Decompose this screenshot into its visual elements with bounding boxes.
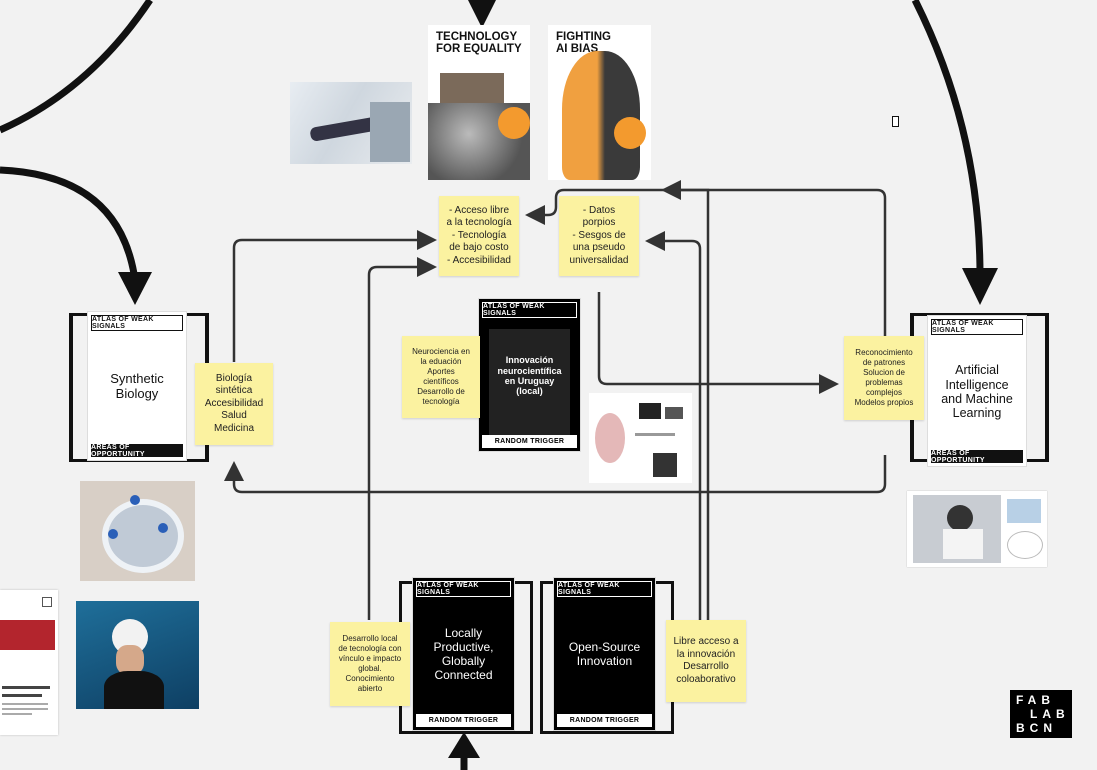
sticky-libre-acceso[interactable]: Libre acceso a la innovación Desarrollo … <box>666 620 746 702</box>
connector-ai-to-datos <box>525 188 887 340</box>
card-header: ATLAS OF WEAK SIGNALS <box>557 581 652 597</box>
connector-locally-to-acceso <box>367 257 437 620</box>
connector-opensource-to-top <box>661 180 710 620</box>
card-title: Innovación neurocientífica en Uruguay (l… <box>497 355 562 397</box>
connector-datos-to-reconocimiento <box>597 292 839 394</box>
card-footer: RANDOM TRIGGER <box>482 435 577 448</box>
sticky-datos-propios[interactable]: - Datos porpios - Sesgos de una pseudo u… <box>559 196 639 276</box>
card-footer: AREAS OF OPPORTUNITY <box>931 450 1023 464</box>
sticky-biologia-sintetica[interactable]: Biología sintética Accesibilidad Salud M… <box>195 363 273 445</box>
eeg-headset-photo[interactable] <box>80 481 195 581</box>
doc-text-lines <box>2 686 50 689</box>
neuro-diagram-image[interactable] <box>589 393 692 483</box>
poster-orange-badge <box>614 117 646 149</box>
sticky-neurociencia[interactable]: Neurociencia en la eduación Aportes cien… <box>402 336 480 418</box>
card-footer: RANDOM TRIGGER <box>557 714 652 727</box>
card-header: ATLAS OF WEAK SIGNALS <box>931 319 1023 335</box>
card-title: Synthetic Biology <box>110 371 164 401</box>
sticky-desarrollo-local[interactable]: Desarrollo local de tecnología con víncu… <box>330 622 410 706</box>
poster-title: FIGHTING AI BIAS <box>556 31 611 56</box>
connector-synthbio-to-acceso <box>232 230 437 362</box>
doc-header-stripe <box>0 620 55 650</box>
card-ai-ml[interactable]: ATLAS OF WEAK SIGNALS Artificial Intelli… <box>928 316 1026 466</box>
vr-user-photo[interactable] <box>907 491 1047 567</box>
card-locally-productive[interactable]: ATLAS OF WEAK SIGNALS Locally Productive… <box>413 578 514 730</box>
connector-opensource-to-datos <box>645 231 702 620</box>
fablab-bcn-logo: FAB LAB BCN <box>1010 690 1072 738</box>
arrowhead-top <box>468 0 496 28</box>
poster-title: TECHNOLOGY FOR EQUALITY <box>436 31 522 56</box>
arrowhead-bottom <box>448 732 480 758</box>
card-header: ATLAS OF WEAK SIGNALS <box>416 581 511 597</box>
logo-line-3: BCN <box>1016 721 1057 735</box>
vr-gloves-photo[interactable] <box>290 82 412 164</box>
card-title: Locally Productive, Globally Connected <box>433 626 494 682</box>
card-title: Open-Source Innovation <box>568 640 641 668</box>
sticky-acceso-libre[interactable]: - Acceso libre a la tecnología - Tecnolo… <box>439 196 519 276</box>
arrowhead-ai <box>962 268 998 305</box>
eeg-cap-woman-photo[interactable] <box>76 601 199 709</box>
logo-line-1: FAB <box>1016 693 1055 707</box>
poster-orange-badge <box>498 107 530 139</box>
connector-ai-to-synthbio <box>224 455 887 494</box>
poster-technology-for-equality[interactable]: TECHNOLOGY FOR EQUALITY <box>428 25 530 180</box>
curve-top-left <box>0 0 153 134</box>
card-footer: AREAS OF OPPORTUNITY <box>91 444 183 458</box>
card-header: ATLAS OF WEAK SIGNALS <box>91 315 183 331</box>
poster-fighting-ai-bias[interactable]: FIGHTING AI BIAS <box>548 25 651 180</box>
small-cursor-marker <box>892 116 899 127</box>
logo-line-2: LAB <box>1030 707 1070 721</box>
card-innovacion-neurocientifica[interactable]: ATLAS OF WEAK SIGNALS Innovación neuroci… <box>479 299 580 451</box>
card-header: ATLAS OF WEAK SIGNALS <box>482 302 577 318</box>
card-footer: RANDOM TRIGGER <box>416 714 511 727</box>
sticky-reconocimiento[interactable]: Reconocimiento de patrones Solucion de p… <box>844 336 924 420</box>
curve-left-to-synthbio <box>0 166 139 281</box>
partial-document-thumbnail[interactable] <box>0 590 58 735</box>
curve-right-to-ai <box>911 0 984 276</box>
doc-corner-icon <box>42 597 52 607</box>
card-synthetic-biology[interactable]: ATLAS OF WEAK SIGNALS Synthetic Biology … <box>88 312 186 460</box>
card-title: Artificial Intelligence and Machine Lear… <box>941 363 1013 421</box>
card-open-source-innovation[interactable]: ATLAS OF WEAK SIGNALS Open-Source Innova… <box>554 578 655 730</box>
arrowhead-synthbio <box>118 272 152 305</box>
